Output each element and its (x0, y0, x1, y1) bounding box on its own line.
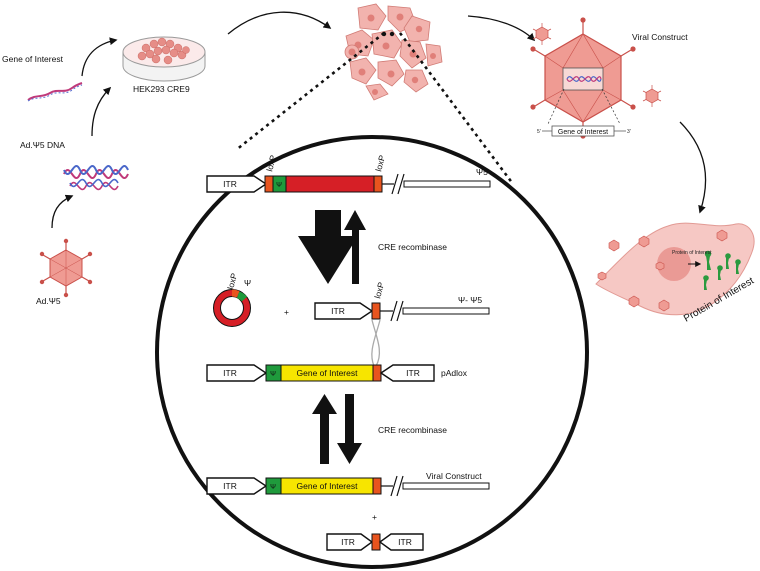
vc-3prime-label: 3' (627, 129, 631, 135)
recombination-lines (371, 319, 381, 367)
vc-5prime-label: 5' (537, 129, 541, 135)
row4-construct (206, 475, 490, 497)
row4-itr-label: ITR (223, 481, 237, 491)
vc-gene-label: Gene of Interest (558, 129, 608, 136)
down-arrow-icon (337, 394, 362, 464)
construct-detail (542, 88, 626, 137)
row5-itr-left-label: ITR (341, 537, 355, 547)
big-down-arrow-icon (298, 210, 358, 284)
plasmid-icon (213, 289, 251, 327)
row3-construct (206, 364, 435, 382)
arrow-icon (91, 86, 112, 137)
ad-psi5-dna-label: Ad.Ψ5 DNA (20, 140, 65, 150)
row3-itr-left-label: ITR (223, 368, 237, 378)
row3-end-label: pAdlox (441, 368, 468, 378)
arrow-icon (467, 15, 536, 42)
row3-psi-label: Ψ (270, 371, 276, 378)
viral-construct-top-label: Viral Construct (632, 32, 688, 42)
protein-of-interest-small-label: Protein of Interest (672, 250, 712, 256)
row4-psi-label: Ψ (270, 484, 276, 491)
cell-cluster-icon (344, 3, 443, 101)
arrow-icon (81, 37, 118, 77)
up-arrow-icon (344, 210, 366, 284)
row5-itr-right-label: ITR (398, 537, 412, 547)
row3-itr-right-label: ITR (406, 368, 420, 378)
row3-gene-label: Gene of Interest (297, 368, 359, 378)
plasmid-loxp-label: loxP (225, 272, 239, 291)
plasmid-psi-label: Ψ (244, 278, 251, 288)
zoom-dot (389, 31, 395, 37)
row5-construct (326, 533, 424, 551)
itr-arrow (206, 175, 268, 193)
up-arrow-icon (312, 394, 337, 464)
arrow-icon (51, 194, 74, 229)
row4-end-label: Viral Construct (426, 471, 482, 481)
row1-itr-label: ITR (223, 179, 237, 189)
arrow-icon (227, 11, 332, 35)
row2-loxp-label: loxP (372, 281, 386, 300)
small-virus-icons (532, 23, 662, 107)
arrow-icon (679, 121, 707, 214)
row2-itr-label: ITR (331, 306, 345, 316)
ad-psi5-label: Ad.Ψ5 (36, 296, 61, 306)
row1-loxp-right-label: loxP (373, 154, 387, 173)
gene-of-interest-label: Gene of Interest (2, 54, 64, 64)
zoom-dot (381, 31, 387, 37)
dna-strand-icon (27, 82, 83, 102)
hek293-label: HEK293 CRE9 (133, 84, 190, 94)
row1-psi-label: Ψ (276, 182, 282, 189)
row1-end-label: Ψ5 (476, 167, 488, 177)
plus-sign-1: + (284, 307, 289, 317)
row2-construct (314, 300, 490, 322)
virus-icon (39, 238, 93, 298)
row4-gene-label: Gene of Interest (297, 481, 359, 491)
host-cell-icon (595, 222, 755, 316)
row1-loxp-left-label: loxP (264, 154, 278, 173)
cre-top-label: CRE recombinase (378, 242, 447, 252)
row2-end-label: Ψ- Ψ5 (458, 295, 482, 305)
cre-bottom-label: CRE recombinase (378, 425, 447, 435)
virus-icon (530, 17, 636, 139)
dna-coil-icon (63, 165, 129, 191)
petri-dish-icon (122, 36, 206, 82)
plus-sign-2: + (372, 512, 377, 522)
row1-construct (206, 173, 491, 195)
